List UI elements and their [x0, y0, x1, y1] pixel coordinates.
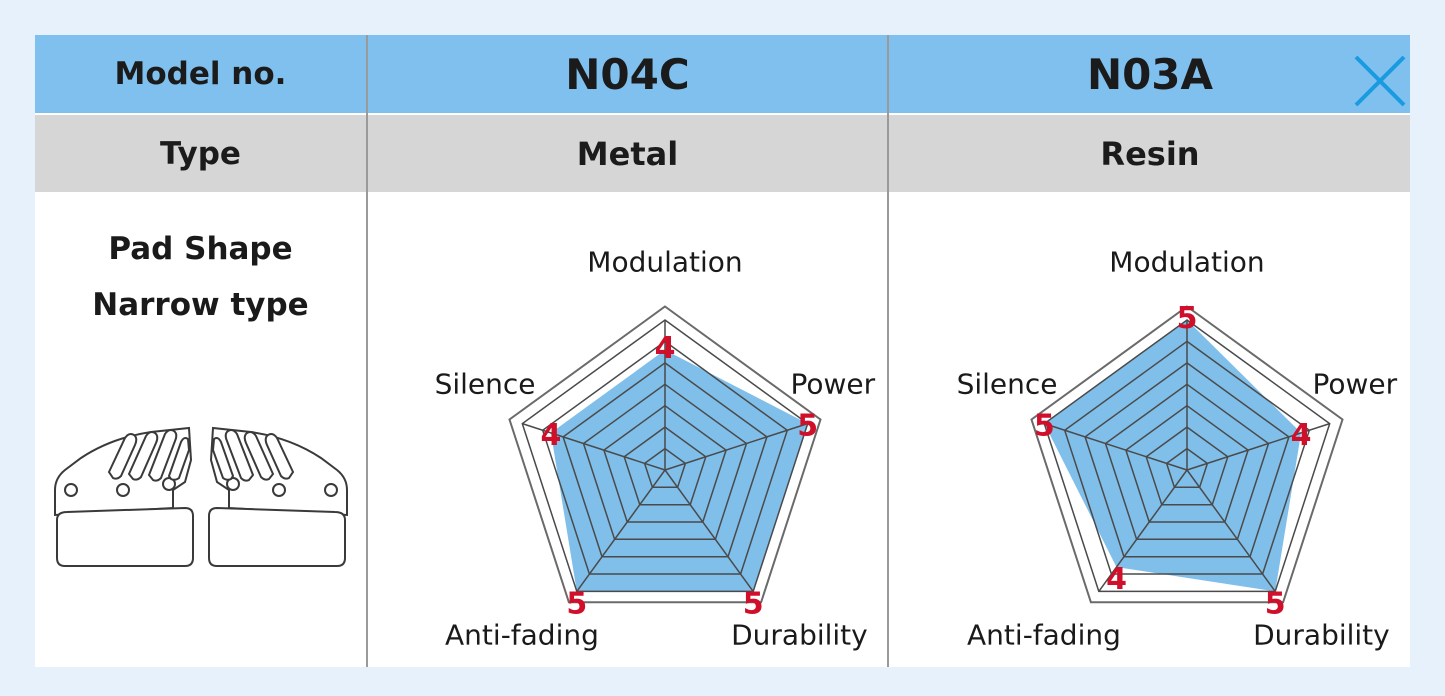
radar-value-label: 5: [743, 586, 764, 621]
radar-spoke: [522, 422, 666, 471]
radar-value-label: 4: [1291, 418, 1312, 453]
column-divider: [366, 35, 368, 667]
pad-type-label: Narrow type: [92, 287, 309, 323]
model-no-label: Model no.: [114, 56, 287, 92]
radar-grid-lines: [1043, 319, 1331, 593]
type-resin: Resin: [1100, 134, 1200, 173]
type-label: Type: [160, 135, 241, 172]
column-divider: [887, 35, 889, 667]
radar-value-label: 5: [1265, 586, 1286, 621]
pad-shape-label: Pad Shape: [108, 231, 293, 267]
radar-series-area: [550, 350, 808, 592]
radar-value-label: 5: [797, 409, 818, 444]
radar-spoke: [664, 422, 808, 471]
radar-axis-label: Power: [791, 368, 876, 401]
radar-spoke: [1044, 422, 1188, 471]
radar-grid-ring: [1043, 319, 1331, 593]
radar-grid-ring: [1104, 383, 1270, 541]
model-n04c: N04C: [565, 49, 690, 99]
radar-value-label: 5: [566, 586, 587, 621]
radar-axis-label: Silence: [957, 368, 1058, 401]
type-row: [35, 115, 1410, 192]
radar-spoke: [576, 469, 666, 592]
radar-value-label: 4: [540, 418, 561, 453]
close-icon: [1354, 55, 1406, 107]
radar-grid-ring: [1063, 340, 1311, 575]
radar-grid: [508, 305, 822, 604]
pad-shape-heading: Pad Shape Narrow type: [35, 221, 366, 333]
pad-shape-image: [54, 426, 348, 567]
radar-spoke: [664, 469, 754, 592]
radar-axis-label: Anti-fading: [967, 618, 1121, 651]
radar-axis-label: Power: [1313, 368, 1398, 401]
radar-axis-label: Anti-fading: [445, 618, 599, 651]
radar-spoke: [1186, 469, 1276, 592]
radar-axis-label: Silence: [435, 368, 536, 401]
radar-axis-label: Durability: [1253, 618, 1390, 651]
row-divider: [35, 192, 1410, 194]
radar-outer-frame: [508, 305, 822, 604]
radar-chart-n03a: Modulation5Power4Durability5Anti-fading4…: [957, 246, 1398, 652]
row-divider: [35, 113, 1410, 115]
radar-value-label: 5: [1034, 409, 1055, 444]
radar-grid-ring: [541, 340, 789, 575]
radar-grid-ring: [1145, 426, 1229, 506]
radar-value-label: 5: [1177, 301, 1198, 336]
radar-grid-ring: [521, 319, 809, 593]
radar-grid-ring: [643, 447, 687, 489]
radar-grid-ring: [582, 383, 748, 541]
header-row: [35, 35, 1410, 113]
radar-series-area: [1044, 320, 1302, 592]
radar-grid-lines: [521, 319, 809, 593]
radar-grid-ring: [623, 426, 707, 506]
radar-axis-label: Durability: [731, 618, 868, 651]
radar-chart-n04c: Modulation4Power5Durability5Anti-fading5…: [435, 246, 876, 652]
radar-grid-ring: [1125, 404, 1249, 523]
radar-grid-ring: [1165, 447, 1209, 489]
model-n03a: N03A: [1086, 49, 1214, 99]
radar-axis-label: Modulation: [587, 246, 742, 279]
close-button[interactable]: [1352, 53, 1408, 109]
radar-value-label: 4: [1106, 562, 1127, 597]
radar-axis-label: Modulation: [1109, 246, 1264, 279]
radar-grid: [1030, 305, 1344, 604]
comparison-table: Model no. N04C N03A Type Metal Resin Pad…: [35, 35, 1410, 667]
radar-spoke: [1098, 469, 1188, 592]
radar-grid-ring: [603, 404, 727, 523]
radar-outer-frame: [1030, 305, 1344, 604]
type-metal: Metal: [576, 134, 679, 173]
radar-value-label: 4: [655, 331, 676, 366]
radar-grid-ring: [1084, 361, 1290, 558]
radar-grid-ring: [562, 361, 768, 558]
radar-spoke: [1186, 422, 1330, 471]
